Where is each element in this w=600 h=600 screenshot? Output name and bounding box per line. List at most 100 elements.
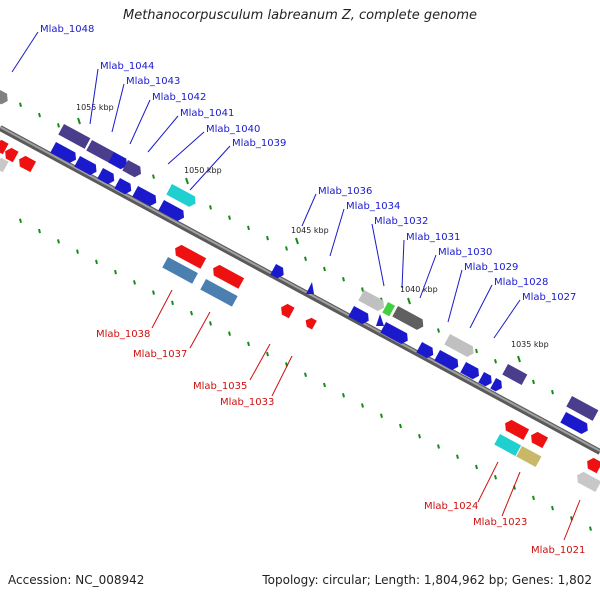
gene-mlab-1027[interactable] <box>502 364 528 386</box>
gene-mlab-1034[interactable] <box>306 282 314 294</box>
reverse-gene-labels: Mlab_1038 Mlab_1037 Mlab_1035 Mlab_1033 … <box>96 329 585 556</box>
gene-mlab-1030[interactable] <box>392 306 426 332</box>
gene-grey-left[interactable] <box>0 156 9 173</box>
tick-dot <box>209 205 212 210</box>
gene-label-mlab-1040[interactable]: Mlab_1040 <box>206 124 260 135</box>
tick-dot <box>266 351 269 357</box>
gene-label-mlab-1042[interactable]: Mlab_1042 <box>152 92 206 103</box>
gene-label-mlab-1041[interactable]: Mlab_1041 <box>180 108 234 119</box>
gene-label-mlab-1033[interactable]: Mlab_1033 <box>220 397 274 408</box>
genome-backbone-highlight <box>0 126 600 452</box>
gene-label-mlab-1044[interactable]: Mlab_1044 <box>100 61 154 72</box>
tick-dot <box>304 256 307 261</box>
gene-label-mlab-1027[interactable]: Mlab_1027 <box>522 292 576 303</box>
gene-label-mlab-1030[interactable]: Mlab_1030 <box>438 247 492 258</box>
gene-blue-1030b[interactable] <box>380 322 410 346</box>
gene-label-mlab-1031[interactable]: Mlab_1031 <box>406 232 460 243</box>
gene-blue-1031b[interactable] <box>348 306 371 326</box>
gene-mlab-1021-red[interactable] <box>584 456 600 474</box>
gene-label-mlab-1034[interactable]: Mlab_1034 <box>346 201 400 212</box>
kbp-ticks: 1055 kbp 1050 kbp 1045 kbp 1040 kbp 1035… <box>76 103 549 363</box>
gene-mlab-1048[interactable] <box>0 88 11 106</box>
gene-blue-1028c[interactable] <box>490 378 505 393</box>
tick-dot <box>418 434 421 439</box>
gene-label-mlab-1023[interactable]: Mlab_1023 <box>473 517 527 528</box>
gene-mlab-1035[interactable] <box>278 302 295 319</box>
gene-blue-1028b[interactable] <box>478 372 494 388</box>
gene-label-mlab-1028[interactable]: Mlab_1028 <box>494 277 548 288</box>
tick-dot <box>475 464 478 470</box>
gene-mlab-1037[interactable] <box>200 279 238 307</box>
tick-dot <box>361 287 364 292</box>
gene-blue-1028[interactable] <box>460 362 482 381</box>
gene-cyan-1049[interactable] <box>166 184 198 209</box>
gene-label-mlab-1048[interactable]: Mlab_1048 <box>40 24 94 35</box>
tick-dot-rows <box>19 102 592 531</box>
gene-red-left-b[interactable] <box>2 146 19 163</box>
gene-mlab-1040-a[interactable] <box>50 142 79 165</box>
gene-mlab-1038-red[interactable] <box>172 243 207 269</box>
gene-label-mlab-1037[interactable]: Mlab_1037 <box>133 349 187 360</box>
tick-dot <box>228 331 231 336</box>
gene-mlab-1036[interactable] <box>270 264 286 280</box>
gene-mlab-1044[interactable] <box>58 124 91 149</box>
gene-mlab-1023-red[interactable] <box>528 430 549 449</box>
tick-dot <box>532 495 535 501</box>
tick-dot <box>285 246 288 251</box>
gene-mlab-1032[interactable] <box>358 290 387 313</box>
reverse-label-leaders <box>151 289 581 541</box>
gene-mlab-1024-red[interactable] <box>502 418 530 440</box>
tick-dot <box>209 321 212 326</box>
tick-dot <box>57 239 60 244</box>
gene-mlab-1041[interactable] <box>122 160 144 179</box>
tick-dot <box>494 359 497 364</box>
tick-dot <box>171 300 174 306</box>
gene-red-left-a[interactable] <box>0 138 9 155</box>
gene-mlab-1040-c[interactable] <box>97 168 117 186</box>
gene-red-left-c[interactable] <box>16 154 37 173</box>
gene-mlab-1031[interactable] <box>382 302 396 317</box>
tick-dot <box>19 102 22 108</box>
gene-mlab-1033[interactable] <box>303 316 317 330</box>
gene-label-mlab-1021[interactable]: Mlab_1021 <box>531 545 585 556</box>
gene-blue-1031c[interactable] <box>376 314 384 326</box>
gene-mlab-1039[interactable] <box>132 186 159 208</box>
gene-label-mlab-1036[interactable]: Mlab_1036 <box>318 186 372 197</box>
gene-mlab-1040-d[interactable] <box>114 178 134 196</box>
tick-mark-1055 <box>77 117 81 125</box>
gene-mlab-1042[interactable] <box>108 152 130 171</box>
tick-dot <box>19 218 22 224</box>
tick-label-1045: 1045 kbp <box>291 226 329 235</box>
gene-label-mlab-1032[interactable]: Mlab_1032 <box>374 216 428 227</box>
gene-label-mlab-1029[interactable]: Mlab_1029 <box>464 262 518 273</box>
gene-mlab-1039-b[interactable] <box>158 200 187 223</box>
gene-mlab-1038[interactable] <box>162 257 198 284</box>
forward-gene-labels: Mlab_1048 Mlab_1044 Mlab_1043 Mlab_1042 … <box>40 24 576 303</box>
gene-mlab-1023[interactable] <box>516 446 542 468</box>
gene-mlab-1029[interactable] <box>444 334 476 359</box>
gene-label-mlab-1043[interactable]: Mlab_1043 <box>126 76 180 87</box>
tick-dot <box>95 259 98 265</box>
gene-label-mlab-1039[interactable]: Mlab_1039 <box>232 138 286 149</box>
tick-dot <box>114 269 117 275</box>
gene-blue-1029c[interactable] <box>434 350 461 372</box>
gene-label-mlab-1024[interactable]: Mlab_1024 <box>424 501 478 512</box>
tick-dot <box>152 174 155 179</box>
gene-purple-1026[interactable] <box>566 396 599 421</box>
gene-mlab-1040-b[interactable] <box>74 156 99 177</box>
gene-mlab-1037-red[interactable] <box>210 263 245 289</box>
gene-label-mlab-1035[interactable]: Mlab_1035 <box>193 381 247 392</box>
gene-mlab-1021[interactable] <box>574 470 600 492</box>
tick-mark-1045 <box>295 237 299 245</box>
gene-mlab-1024[interactable] <box>494 434 522 456</box>
tick-mark-1040 <box>407 297 411 305</box>
tick-label-1050: 1050 kbp <box>184 166 222 175</box>
gene-label-mlab-1038[interactable]: Mlab_1038 <box>96 329 150 340</box>
gene-mlab-1043[interactable] <box>86 140 115 163</box>
tick-dot <box>76 249 79 254</box>
gene-blue-1029b[interactable] <box>416 342 436 360</box>
tick-dot <box>361 403 364 408</box>
tick-dot <box>551 505 554 511</box>
tick-dot <box>589 526 592 531</box>
gene-blue-1026b[interactable] <box>560 412 590 436</box>
